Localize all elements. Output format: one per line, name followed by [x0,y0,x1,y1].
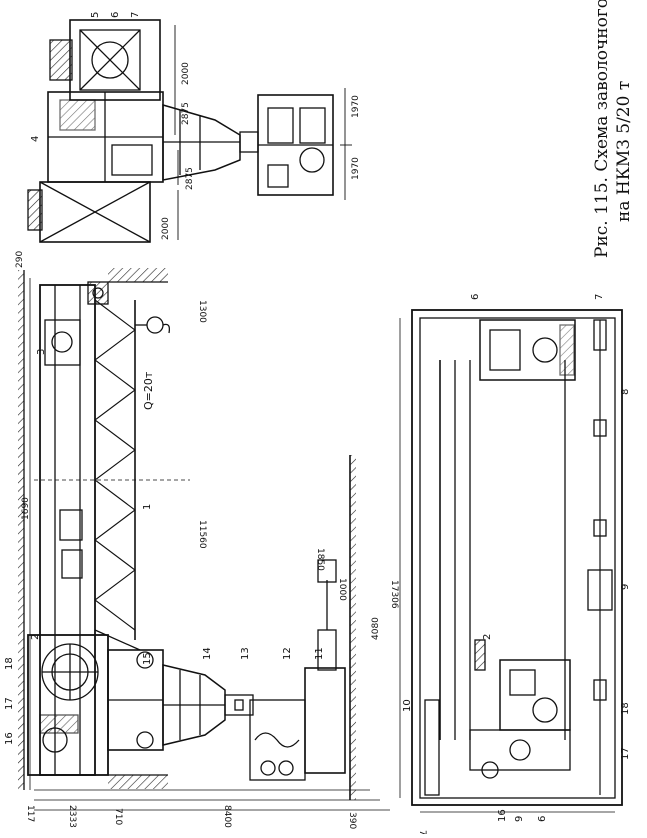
dim-bridge-top-left: 1690 [21,497,31,520]
callout-16: 16 [497,809,508,822]
callout-10: 10 [402,699,413,712]
plan-view-callouts: 2 6 7 8 9 10 16 17 18 6 9 [402,294,631,822]
callout-9: 9 [620,584,631,590]
trolley-detail-dims: 2000 2875 2875 2000 1970 1970 [161,62,361,240]
plan-view [411,309,623,806]
plan-view-dimlines [399,318,615,813]
trolley-detail-callouts: 4 5 6 7 [30,12,141,142]
callout-14: 14 [202,647,213,660]
dim-hook-lift: 1850 [315,548,325,571]
dim-trolley-small: 117 [25,805,35,822]
callout-1: 1 [142,504,153,510]
dim-hook-offset: 1300 [197,300,207,323]
callout-5: 5 [90,12,101,18]
load-capacity-label: Q=20т [142,371,155,410]
dim-trolley-width: 710 [113,808,123,825]
callout-4: 4 [30,136,41,142]
callout-16: 16 [4,732,15,745]
callout-15: 15 [142,652,153,665]
dim-column-a: 1970 [351,95,361,118]
dim-lower-depth: 2875 [185,167,195,190]
dim-lower-width: 2000 [161,217,171,240]
callout-6b: 6 [537,816,548,822]
callout-11: 11 [314,647,325,660]
callout-12: 12 [282,647,293,660]
dim-rail-to-floor: 390 [347,812,357,829]
dim-upper-depth: 2875 [181,102,191,125]
side-view-dims: 11560 1690 290 1300 710 2333 117 8400 39… [15,251,381,830]
dim-column-base: 4080 [371,617,381,640]
trolley-detail-view [27,19,352,243]
dim-trolley-gap: 2333 [67,805,77,828]
callout-8: 8 [620,389,631,395]
side-view-load: Q=20т [142,371,155,410]
dim-bottom-width: 7210 [417,830,427,834]
dim-top-offset: 290 [15,251,25,268]
callout-3: 3 [36,349,47,355]
dim-total-span: 11560 [197,520,207,549]
callout-13: 13 [240,647,251,660]
callout-9b: 9 [514,816,525,822]
figure-caption-line1: Рис. 115. Схема заволочного крана [592,0,612,258]
callout-17: 17 [620,747,631,760]
figure-caption-line2: на НКМЗ 5/20 т [614,80,634,222]
dim-total-length: 17306 [389,580,399,609]
callout-6: 6 [110,12,121,18]
side-view-callouts: 1 2 3 11 12 13 14 15 16 17 18 [4,349,325,745]
callout-18: 18 [620,702,631,715]
callout-2: 2 [30,634,41,640]
callout-18: 18 [4,657,15,670]
dim-column-height: 8400 [222,805,232,828]
dim-column-b: 1970 [351,157,361,180]
callout-6: 6 [470,294,481,300]
dim-hook-lower: 1000 [337,578,347,601]
callout-2: 2 [482,634,493,640]
dim-upper-width: 2000 [181,62,191,85]
callout-7: 7 [130,12,141,18]
callout-7: 7 [594,294,605,300]
side-view [18,268,390,811]
callout-17: 17 [4,697,15,710]
